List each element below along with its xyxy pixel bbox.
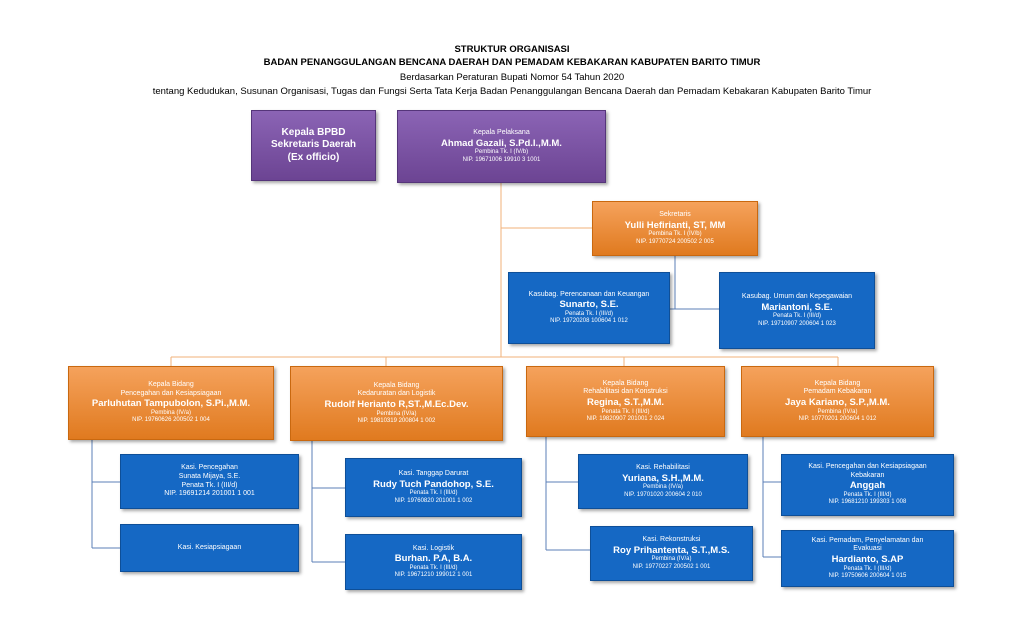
kepala-bpbd-box: Kepala BPBD Sekretaris Daerah (Ex offici…	[251, 110, 376, 181]
bidang-rehabilitasi-division: Rehabilitasi dan Konstruksi	[583, 388, 668, 396]
kasi-rehabilitasi-rank: Pembina (IV/a)	[642, 484, 684, 491]
kasubag-umum-box: Kasubag. Umum dan Kepegawaian Mariantoni…	[719, 272, 875, 349]
bidang-kedaruratan-role: Kepala Bidang	[373, 381, 420, 389]
bidang-rehabilitasi-nip: NIP. 19820907 201001 2 024	[586, 415, 665, 422]
kasi-rekonstruksi-role: Kasi. Rekonstruksi	[642, 536, 701, 544]
kasi-pencegahan-kebakaran-name: Anggah	[849, 480, 886, 492]
kasi-pencegahan-box: Kasi. Pencegahan Sunata Mijaya, S.E. Pen…	[120, 454, 299, 509]
bidang-pencegahan-rank: Pembina (IV/a)	[150, 410, 192, 416]
bidang-pemadam-name: Jaya Kariano, S.P.,M.M.	[785, 396, 890, 408]
kasi-rehabilitasi-box: Kasi. Rehabilitasi Yuriana, S.H.,M.M. Pe…	[578, 454, 748, 509]
kasi-tanggap-role: Kasi. Tanggap Darurat	[398, 470, 469, 478]
kasi-pencegahan-kebakaran-box: Kasi. Pencegahan dan Kesiapsiagaan Kebak…	[781, 454, 954, 516]
kasi-pencegahan-kebakaran-role2: Kebakaran	[850, 471, 885, 479]
kasi-pemadam-role: Kasi. Pemadam, Penyelamatan dan	[811, 536, 924, 544]
kasi-rehabilitasi-role: Kasi. Rehabilitasi	[636, 464, 690, 472]
kasi-pemadam-rank: Penata Tk. I (III/d)	[843, 565, 892, 572]
kepala-bpbd-line3: (Ex officio)	[287, 151, 340, 163]
kepala-pelaksana-rank: Pembina Tk. I (IV/b)	[474, 149, 529, 156]
kasubag-perencanaan-role: Kasubag. Perencanaan dan Keuangan	[528, 290, 650, 298]
kasi-pencegahan-kebakaran-rank: Penata Tk. I (III/d)	[843, 492, 892, 498]
chart-subtitle: BADAN PENANGGULANGAN BENCANA DAERAH DAN …	[263, 57, 761, 68]
sekretaris-box: Sekretaris Yulli Hefirianti, ST, MM Pemb…	[592, 201, 758, 256]
kasi-rehabilitasi-nip: NIP. 19701020 200604 2 010	[624, 491, 702, 498]
regulation-basis: Berdasarkan Peraturan Bupati Nomor 54 Ta…	[399, 72, 625, 83]
kasi-logistik-box: Kasi. Logistik Burhan. P.A, B.A. Penata …	[345, 534, 522, 590]
kepala-pelaksana-nip: NIP. 19671006 19910 3 1001	[462, 156, 541, 163]
kasubag-perencanaan-rank: Penata Tk. I (III/d)	[565, 310, 613, 317]
kasubag-umum-rank: Penata Tk. I (III/d)	[773, 313, 821, 320]
kasubag-umum-role: Kasubag. Umum dan Kepegawaian	[741, 293, 853, 301]
kasubag-perencanaan-box: Kasubag. Perencanaan dan Keuangan Sunart…	[508, 272, 670, 344]
kasubag-perencanaan-name: Sunarto, S.E.	[559, 299, 619, 311]
kepala-pelaksana-name: Ahmad Gazali, S.Pd.I.,M.M.	[441, 137, 562, 149]
sekretaris-rank: Pembina Tk. I (IV/b)	[648, 231, 702, 238]
kasi-pencegahan-name: Sunata Mijaya, S.E.	[178, 472, 241, 480]
kasi-tanggap-nip: NIP. 19760820 201001 1 002	[394, 497, 473, 504]
bidang-pemadam-box: Kepala Bidang Pemadam Kebakaran Jaya Kar…	[741, 366, 934, 437]
bidang-kedaruratan-rank: Pembina (IV/a)	[376, 410, 417, 417]
kasi-pemadam-nip: NIP. 19750606 200604 1 015	[828, 572, 907, 579]
bidang-pencegahan-role: Kepala Bidang	[148, 381, 194, 389]
kepala-bpbd-line1: Kepala BPBD	[281, 127, 346, 139]
kasi-rekonstruksi-box: Kasi. Rekonstruksi Roy Prihantenta, S.T.…	[590, 526, 753, 581]
bidang-kedaruratan-name: Rudolf Herianto R,ST.,M.Ec.Dev.	[324, 398, 469, 410]
chart-title: STRUKTUR ORGANISASI	[454, 44, 570, 55]
bidang-pemadam-nip: NIP. 10770201 200604 1 012	[798, 415, 877, 422]
bidang-pencegahan-division: Pencegahan dan Kesiapsiagaan	[120, 389, 222, 397]
bidang-kedaruratan-box: Kepala Bidang Kedaruratan dan Logistik R…	[290, 366, 503, 441]
kasi-rekonstruksi-nip: NIP. 19770227 200502 1 001	[632, 563, 711, 570]
regulation-about: tentang Kedudukan, Susunan Organisasi, T…	[152, 86, 872, 97]
kasi-logistik-role: Kasi. Logistik	[412, 544, 455, 552]
kasi-pemadam-box: Kasi. Pemadam, Penyelamatan dan Evakuasi…	[781, 530, 954, 587]
kepala-bpbd-line2: Sekretaris Daerah	[270, 139, 357, 151]
kasi-pemadam-name: Hardianto, S.AP	[831, 553, 904, 565]
bidang-pemadam-role: Kepala Bidang	[814, 379, 861, 387]
kasi-pencegahan-role: Kasi. Pencegahan	[181, 464, 238, 472]
kasi-logistik-nip: NIP. 19671210 199012 1 001	[394, 572, 473, 579]
kasi-rekonstruksi-name: Roy Prihantenta, S.T.,M.S.	[613, 544, 730, 556]
bidang-rehabilitasi-name: Regina, S.T.,M.M.	[586, 396, 665, 408]
bidang-pencegahan-nip: NIP. 19760626 200502 1 004	[132, 417, 210, 424]
bidang-kedaruratan-nip: NIP. 19810319 200804 1 002	[357, 417, 436, 424]
bidang-kedaruratan-division: Kedaruratan dan Logistik	[357, 390, 436, 398]
bidang-pemadam-rank: Pembina (IV/a)	[817, 408, 858, 415]
sekretaris-nip: NIP. 19770724 200502 2 005	[636, 238, 714, 245]
kasi-pencegahan-rank: Penata Tk. I (III/d)	[181, 481, 238, 489]
kasi-logistik-name: Burhan. P.A, B.A.	[394, 553, 473, 565]
kasi-pencegahan-kebakaran-nip: NIP. 19681210 199303 1 008	[828, 499, 907, 506]
kasubag-perencanaan-nip: NIP. 19720208 100604 1 012	[550, 318, 628, 325]
kasi-logistik-rank: Penata Tk. I (III/d)	[409, 564, 458, 571]
bidang-rehabilitasi-box: Kepala Bidang Rehabilitasi dan Konstruks…	[526, 366, 725, 437]
kasi-kesiapsiagaan-box: Kasi. Kesiapsiagaan	[120, 524, 299, 572]
kepala-pelaksana-role: Kepala Pelaksana	[473, 129, 530, 137]
bidang-rehabilitasi-role: Kepala Bidang	[602, 379, 649, 387]
kasubag-umum-name: Mariantoni, S.E.	[761, 301, 833, 313]
kasubag-umum-nip: NIP. 19710907 200604 1 023	[758, 320, 836, 327]
kasi-tanggap-rank: Penata Tk. I (III/d)	[409, 490, 458, 497]
sekretaris-name: Yulli Hefirianti, ST, MM	[624, 219, 726, 231]
sekretaris-role: Sekretaris	[659, 211, 691, 219]
kasi-kesiapsiagaan-role: Kasi. Kesiapsiagaan	[177, 543, 242, 551]
bidang-pencegahan-name: Parluhutan Tampubolon, S.Pi.,M.M.	[91, 398, 251, 410]
bidang-rehabilitasi-rank: Penata Tk. I (III/d)	[601, 408, 650, 415]
kasi-rehabilitasi-name: Yuriana, S.H.,M.M.	[622, 472, 704, 484]
kasi-tanggap-box: Kasi. Tanggap Darurat Rudy Tuch Pandohop…	[345, 458, 522, 517]
bidang-pencegahan-box: Kepala Bidang Pencegahan dan Kesiapsiaga…	[68, 366, 274, 440]
kasi-rekonstruksi-rank: Pembina (IV/a)	[651, 556, 692, 563]
kasi-tanggap-name: Rudy Tuch Pandohop, S.E.	[373, 478, 494, 490]
kasi-pencegahan-nip: NIP. 19691214 201001 1 001	[164, 490, 255, 498]
kasi-pemadam-role2: Evakuasi	[853, 545, 882, 553]
kepala-pelaksana-box: Kepala Pelaksana Ahmad Gazali, S.Pd.I.,M…	[397, 110, 606, 183]
kasi-pencegahan-kebakaran-role: Kasi. Pencegahan dan Kesiapsiagaan	[808, 463, 927, 471]
bidang-pemadam-division: Pemadam Kebakaran	[803, 388, 872, 396]
